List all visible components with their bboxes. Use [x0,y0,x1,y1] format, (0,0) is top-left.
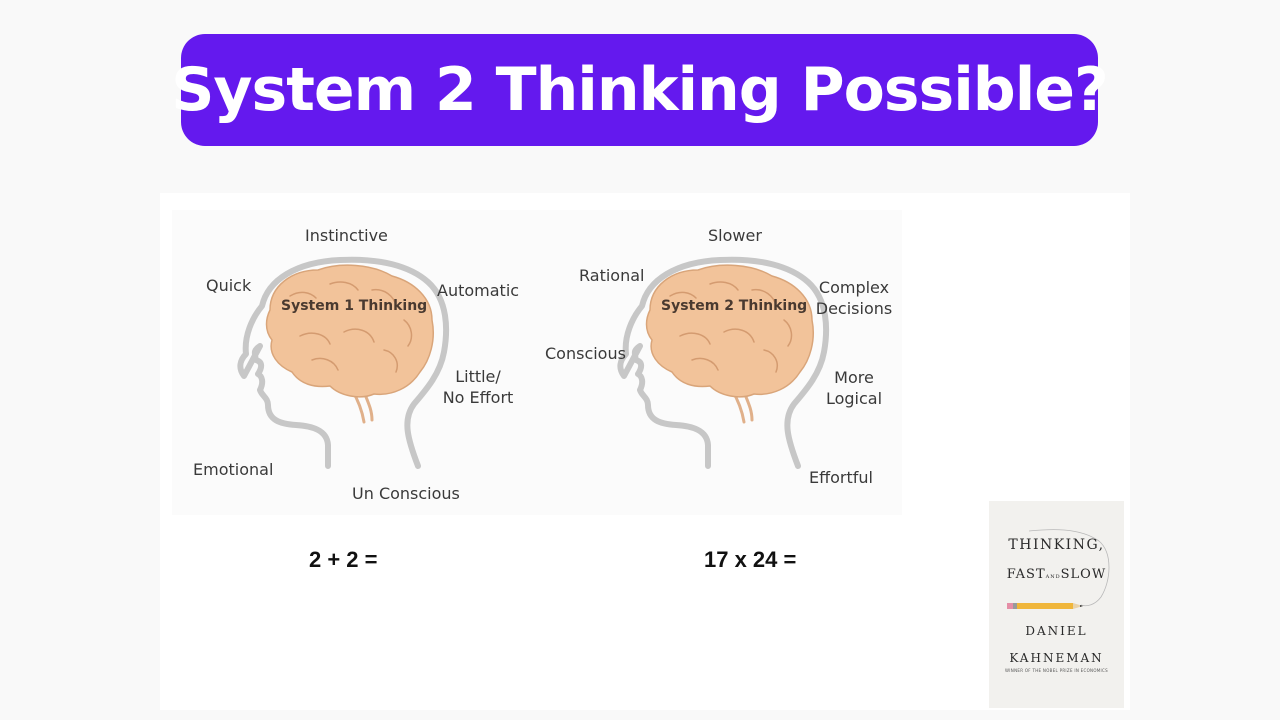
book-title-line2: FASTANDSLOW [989,567,1124,582]
equation-complex: 17 x 24 = [704,547,797,572]
book-tagline: WINNER OF THE NOBEL PRIZE IN ECONOMICS [1005,668,1108,673]
label-automatic: Automatic [437,281,520,300]
label-quick: Quick [206,276,252,295]
label-little-no-effort: Little/ No Effort [440,366,516,408]
label-no-effort: No Effort [442,388,514,407]
title-banner: System 2 Thinking Possible? [171,34,1109,146]
book-cover: THINKING, FASTANDSLOW DANIEL KAHNEMAN WI… [989,501,1124,708]
book-title-line1: THINKING, [1008,537,1105,553]
diagram-background [172,210,902,515]
label-complex: Complex [818,278,890,297]
page-title: System 2 Thinking Possible? [171,55,1109,125]
label-slower: Slower [708,226,762,245]
equation-simple: 2 + 2 = [309,547,378,572]
book-author-last: KAHNEMAN [1009,651,1104,665]
book-title-and: AND [1045,574,1061,580]
system2-label: System 2 Thinking [661,298,808,314]
book-title-fast: FAST [1006,567,1046,582]
label-rational: Rational [579,266,645,285]
system1-label: System 1 Thinking [281,298,428,314]
label-more: More [834,368,874,387]
label-emotional: Emotional [193,460,274,479]
label-complex-decisions: Complex Decisions [814,277,894,319]
label-conscious: Conscious [545,344,626,363]
label-logical: Logical [825,389,883,408]
book-cover-art [1007,529,1110,609]
book-title-slow: SLOW [1060,567,1107,582]
label-little: Little/ [455,367,501,386]
label-more-logical: More Logical [822,367,886,409]
book-author-first: DANIEL [1025,624,1088,638]
pencil-icon [1007,603,1083,609]
book-squiggle [1028,529,1110,607]
label-decisions: Decisions [815,299,893,318]
label-un-conscious: Un Conscious [352,484,460,503]
label-instinctive: Instinctive [305,226,388,245]
label-effortful: Effortful [809,468,873,487]
